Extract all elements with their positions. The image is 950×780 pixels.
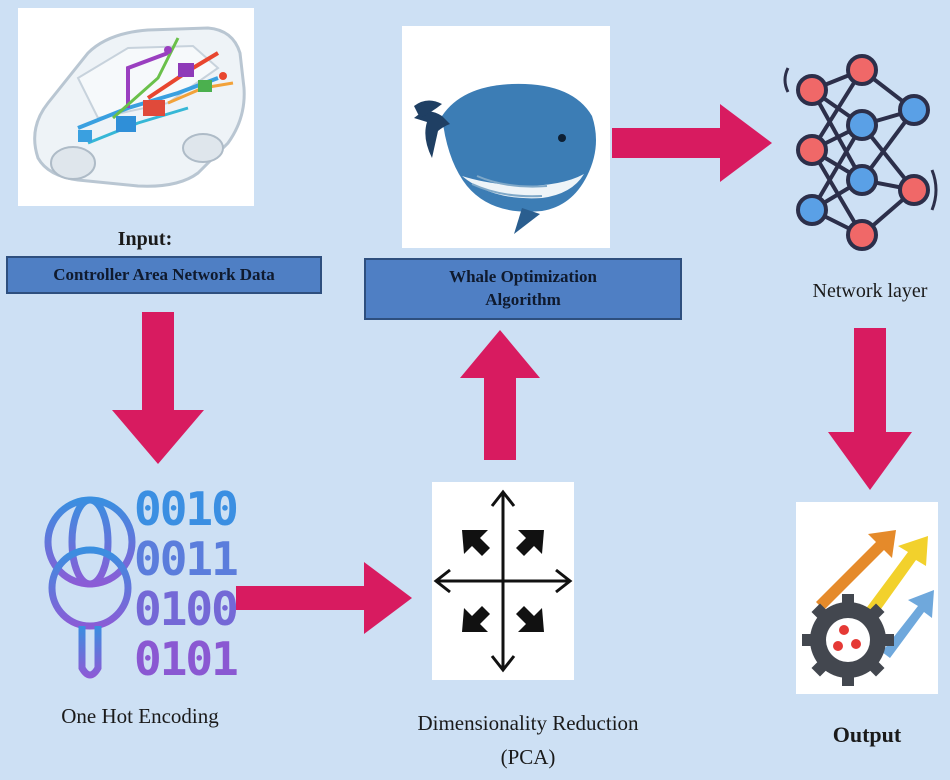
woa-label: Whale Optimization Algorithm <box>364 258 682 320</box>
binary-row: 0010 <box>134 482 239 536</box>
pca-caption: Dimensionality Reduction (PCA) <box>378 706 678 774</box>
woa-label-line1: Whale Optimization <box>449 267 597 287</box>
car-image <box>18 8 254 206</box>
whale-image <box>402 26 610 248</box>
input-heading: Input: <box>117 228 173 250</box>
arrow-pca-to-woa <box>460 330 540 460</box>
pca-caption-line1: Dimensionality Reduction <box>417 711 639 735</box>
one-hot-encoding-icon <box>44 496 136 679</box>
input-data-label: Controller Area Network Data <box>6 256 322 294</box>
woa-label-line2: Algorithm <box>485 290 561 309</box>
neural-network-icon <box>783 54 938 251</box>
binary-row: 0101 <box>134 632 239 686</box>
binary-row: 0100 <box>134 582 239 636</box>
binary-row: 0011 <box>134 532 239 586</box>
output-caption: Output <box>832 722 902 747</box>
arrow-network-to-output <box>828 328 912 490</box>
arrow-input-to-encoding <box>112 312 204 464</box>
network-layer-caption: Network layer <box>812 280 928 302</box>
output-gear-icon <box>802 530 934 686</box>
one-hot-encoding-caption: One Hot Encoding <box>61 704 219 728</box>
pca-caption-line2: (PCA) <box>500 745 556 769</box>
arrow-encoding-to-pca <box>236 562 412 634</box>
expand-arrows-icon <box>433 489 573 673</box>
whale-icon <box>414 83 596 234</box>
binary-digits: 0010 0011 0100 0101 <box>134 482 239 686</box>
pca-image <box>432 482 574 680</box>
output-image <box>796 502 938 694</box>
arrow-woa-to-network <box>612 104 772 182</box>
car-wiring-icon <box>33 26 246 188</box>
